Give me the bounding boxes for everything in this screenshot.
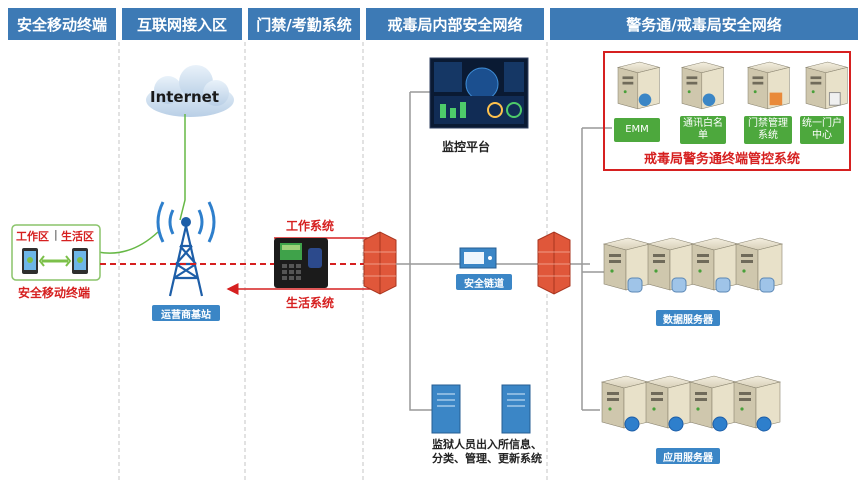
- internet-label: Internet: [150, 88, 220, 106]
- phone-left-icon: [22, 248, 38, 274]
- whitelist-server-icon: [681, 61, 724, 110]
- header-police: 警务通/戒毒局安全网络: [550, 8, 858, 40]
- access-terminal-icon: [274, 238, 328, 288]
- mdm-badge-access: 门禁管理系统: [744, 116, 792, 144]
- life-zone-label: 生活区: [61, 230, 94, 243]
- firewall-2-icon: [537, 231, 571, 295]
- life-system-label: 生活系统: [286, 296, 335, 310]
- emm-server-icon: [617, 61, 660, 110]
- app-server-icon: [733, 375, 781, 432]
- data-server-icon: [691, 237, 739, 293]
- access-mgmt-server-icon: [747, 61, 790, 110]
- zone-separator: |: [54, 228, 58, 241]
- security-gateway-icon: [459, 247, 497, 269]
- app-server-icon: [689, 375, 737, 432]
- mdm-box: [603, 51, 851, 171]
- prison-server-icon: [431, 384, 531, 434]
- prison-system-label: 监狱人员出入所信息、分类、管理、更新系统: [432, 438, 542, 465]
- header-internet: 互联网接入区: [122, 8, 242, 40]
- work-zone-label: 工作区: [16, 230, 49, 243]
- header-internal: 戒毒局内部安全网络: [366, 8, 544, 40]
- base-station-label: 运营商基站: [152, 305, 220, 321]
- internal-links: [396, 91, 612, 411]
- monitor-platform-label: 监控平台: [442, 140, 491, 154]
- firewall-icon: [363, 231, 397, 295]
- internet-cloud-icon: [146, 65, 234, 117]
- phone-right-icon: [72, 248, 88, 274]
- mdm-badge-emm: EMM: [614, 118, 660, 142]
- data-server-icon: [603, 237, 651, 293]
- mobile-terminal-caption: 安全移动终端: [18, 286, 91, 300]
- portal-server-icon: [805, 61, 848, 110]
- header-mobile: 安全移动终端: [8, 8, 116, 40]
- mdm-system-title: 戒毒局警务通终端管控系统: [644, 152, 801, 167]
- mdm-badge-portal: 统一门户中心: [800, 116, 844, 144]
- monitor-platform-icon: [429, 57, 529, 129]
- base-station-icon: [156, 201, 216, 297]
- app-servers-label: 应用服务器: [656, 448, 720, 464]
- header-access: 门禁/考勤系统: [248, 8, 360, 40]
- green-links: [97, 114, 186, 254]
- data-server-icon: [735, 237, 783, 293]
- data-servers-label: 数据服务器: [656, 310, 720, 326]
- app-server-icon: [645, 375, 693, 432]
- app-server-icon: [601, 375, 649, 432]
- security-gateway-label: 安全链道: [456, 274, 512, 290]
- work-system-label: 工作系统: [286, 219, 335, 233]
- data-server-icon: [647, 237, 695, 293]
- mdm-badge-whitelist: 通讯白名单: [680, 116, 726, 144]
